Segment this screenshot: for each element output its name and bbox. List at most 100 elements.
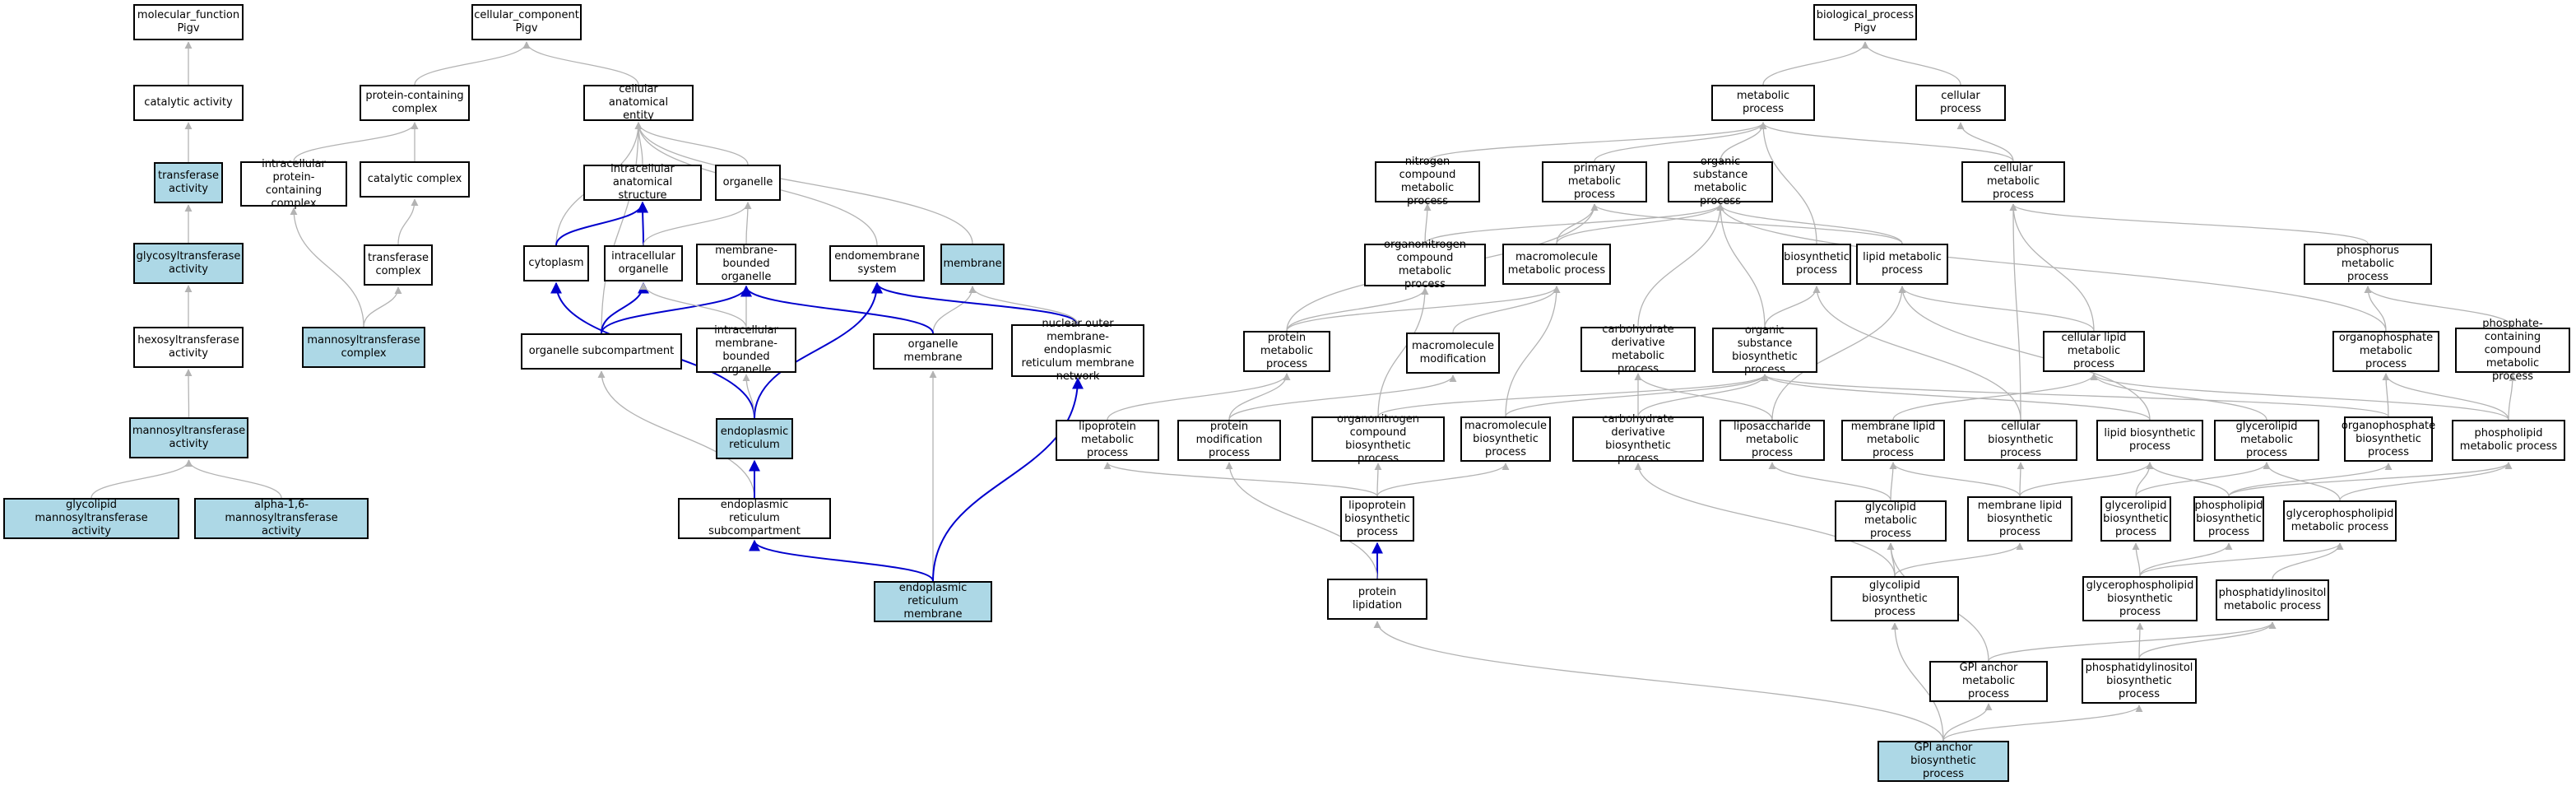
edge-cell_metab-to-cellular_proc <box>1956 122 2014 162</box>
edge-er-to-endomem <box>754 281 883 419</box>
edge-macro_bio-to-org_sub_bio <box>1505 374 1769 417</box>
edge-organelle-to-cell_anat <box>634 122 749 165</box>
go-term-node-cc-root: cellular_component Pigv <box>471 4 582 40</box>
edge-lipid_bio-to-lipid_metab <box>1898 286 2151 421</box>
go-term-node-lipid-bio: lipid biosynthetic process <box>2096 420 2203 461</box>
edge-glycerophos_metab-to-glycerolipid_metab <box>2263 462 2341 501</box>
go-term-node-metabolic: metabolic process <box>1711 85 1815 121</box>
go-term-node-glycolipid-bio: glycolipid biosynthetic process <box>1831 576 1959 621</box>
go-term-node-mann-complex: mannosyltransferase complex <box>302 327 425 368</box>
go-term-node-mf-root: molecular_function Pigv <box>133 4 244 40</box>
edge-intra_mem_org-to-intra_org <box>639 282 747 328</box>
edge-cell_anat-to-cc_root <box>522 41 639 86</box>
edge-macro_metab-to-organic_sub <box>1556 203 1724 244</box>
go-term-node-cytoplasm: cytoplasm <box>523 245 589 281</box>
edge-lipid_bio-to-org_sub_bio <box>1761 374 2151 421</box>
edge-phosphate_cont-to-phosphorus <box>2364 286 2513 328</box>
edge-gpi_bio-to-phosphatidyl_bio <box>1942 705 2143 742</box>
go-term-node-org-membrane: organelle membrane <box>873 333 993 370</box>
go-term-node-endomem: endomembrane system <box>829 245 925 281</box>
go-term-node-prot-cont: protein-containing complex <box>360 85 470 121</box>
edge-liposacch-to-carb_deriv_metab <box>1634 373 1773 421</box>
edge-primary-to-metabolic <box>1594 122 1767 162</box>
go-term-node-liposacch: liposaccharide metabolic process <box>1720 420 1825 461</box>
go-term-node-lipoprotein-metab: lipoprotein metabolic process <box>1056 420 1159 461</box>
go-term-node-intra-anat: intracellular anatomical structure <box>583 163 702 202</box>
edge-prot_mod-to-macro_mod <box>1228 374 1457 421</box>
edge-phospholipid_bio-to-lipid_bio <box>2146 462 2230 497</box>
go-term-node-mem-lipid-metab: membrane lipid metabolic process <box>1841 420 1945 461</box>
go-term-node-mannosyl: mannosyltransferase activity <box>129 417 248 458</box>
go-term-node-glycolipid-mann: glycolipid mannosyltransferase activity <box>3 498 179 539</box>
edge-er_membrane-to-nuc_outer <box>932 377 1084 582</box>
edge-phosphorus-to-cell_metab <box>2009 203 2369 244</box>
edge-nitrogen-to-metabolic <box>1427 122 1767 162</box>
edge-glycerophos_bio-to-glycerophos_metab <box>2139 542 2344 577</box>
go-term-node-transf-complex: transferase complex <box>364 244 433 286</box>
edge-lipoprotein_bio-to-macro_bio <box>1376 463 1510 497</box>
edge-glycerophos_metab-to-phospholipid_metab <box>2339 462 2513 501</box>
edge-orgnitro_bio-to-org_sub_bio <box>1377 374 1769 417</box>
edge-nuc_outer-to-membrane <box>968 286 1079 325</box>
go-term-node-glycolipid-metab: glycolipid metabolic process <box>1835 500 1947 542</box>
go-term-node-phospholipid-metab: phospholipid metabolic process <box>2452 420 2565 461</box>
edge-gpi_bio-to-glycolipid_bio <box>1891 622 1944 742</box>
go-term-node-intra-org: intracellular organelle <box>604 245 683 281</box>
edge-protein_metab-to-macro_metab <box>1286 286 1561 332</box>
edge-phospholipid_metab-to-phosphate_cont <box>2508 374 2517 421</box>
edge-intra_prot-to-prot_cont <box>293 122 419 162</box>
go-term-node-cell-metab: cellular metabolic process <box>1961 161 2065 202</box>
go-term-node-orgnitro-bio: organonitrogen compound biosynthetic pro… <box>1311 413 1445 465</box>
go-term-node-phosphorus: phosphorus metabolic process <box>2304 244 2432 285</box>
edge-lipid_metab-to-primary <box>1590 203 1903 244</box>
go-term-node-gpi-metab: GPI anchor metabolic process <box>1929 661 2048 702</box>
go-term-node-orgnitro-metab: organonitrogen compound metabolic proces… <box>1364 239 1486 291</box>
edge-carb_deriv_bio-to-org_sub_bio <box>1637 374 1769 417</box>
go-term-node-intra-mem-org: intracellular membrane-bounded organelle <box>696 324 796 376</box>
edge-phospholipid_bio-to-organophos_bio <box>2228 463 2393 497</box>
go-term-node-organophos-metab: organophosphate metabolic process <box>2332 331 2439 372</box>
go-term-node-macro-bio: macromolecule biosynthetic process <box>1460 416 1551 462</box>
edge-glycolipid_metab-to-mem_lipid_metab <box>1889 462 1897 501</box>
edge-organophos_metab-to-organic_sub <box>1716 203 2387 332</box>
edge-intra_org-to-organelle <box>643 202 752 246</box>
go-term-node-nuc-outer: nuclear outer membrane-endoplasmic retic… <box>1011 318 1144 383</box>
go-term-node-phosphate-cont: phosphate-containing compound metabolic … <box>2455 318 2570 383</box>
edge-gpi_bio-to-gpi_metab <box>1942 703 1993 742</box>
go-term-node-glycosyl: glycosyltransferase activity <box>133 243 244 284</box>
edge-org_membrane-to-mem_org <box>740 285 934 334</box>
edge-glycolipid_mann-to-mannosyl <box>91 459 193 499</box>
go-term-node-hexosyl: hexosyltransferase activity <box>133 327 244 368</box>
edge-phospholipid_bio-to-phospholipid_metab <box>2228 462 2513 497</box>
go-term-node-intra-prot: intracellular protein-containing complex <box>240 158 347 210</box>
go-term-node-biosynthetic: biosynthetic process <box>1782 244 1851 285</box>
go-term-node-gpi-bio: GPI anchor biosynthetic process <box>1877 741 2009 782</box>
go-term-node-org-sub-bio: organic substance biosynthetic process <box>1712 324 1817 376</box>
go-term-node-nitrogen: nitrogen compound metabolic process <box>1375 156 1480 207</box>
edge-org_subcomp-to-mem_org <box>601 285 752 334</box>
edge-organophos_bio-to-org_sub_bio <box>1761 374 2389 417</box>
edge-glycerolipid_metab-to-cell_lipid <box>2090 373 2267 421</box>
edge-metabolic-to-bp_root <box>1762 41 1869 86</box>
edge-transf_complex-to-cat_complex <box>397 198 419 245</box>
go-term-node-bp-root: biological_process Pigv <box>1813 4 1917 40</box>
go-term-node-er-subcomp: endoplasmic reticulum subcompartment <box>678 498 831 539</box>
go-term-node-mem-org: membrane-bounded organelle <box>696 244 796 285</box>
go-term-node-carb-deriv-metab: carbohydrate derivative metabolic proces… <box>1580 323 1696 375</box>
go-term-node-org-subcomp: organelle subcompartment <box>521 333 682 370</box>
edge-org_sub_bio-to-biosynthetic <box>1764 286 1821 328</box>
edge-gpi_metab-to-phosphatidyl_metab <box>1988 621 2277 662</box>
go-term-node-membrane: membrane <box>940 244 1005 285</box>
edge-prot_lipidation-to-prot_mod <box>1225 462 1378 579</box>
go-term-node-glycerophos-bio: glycerophospholipid biosynthetic process <box>2082 576 2198 621</box>
edge-glycerophos_bio-to-glycerolipid_bio <box>2132 542 2141 577</box>
go-term-node-phosphatidyl-metab: phosphatidylinositol metabolic process <box>2216 579 2329 621</box>
go-term-node-carb-deriv-bio: carbohydrate derivative biosynthetic pro… <box>1572 413 1704 465</box>
go-term-node-macro-mod: macromolecule modification <box>1406 333 1500 374</box>
go-term-node-cell-bio: cellular biosynthetic process <box>1964 420 2077 461</box>
edge-phosphatidyl_bio-to-glycerophos_bio <box>2136 622 2144 659</box>
edge-protein_metab-to-orgnitro_metab <box>1286 287 1429 332</box>
edge-gpi_bio-to-prot_lipidation <box>1373 621 1944 742</box>
